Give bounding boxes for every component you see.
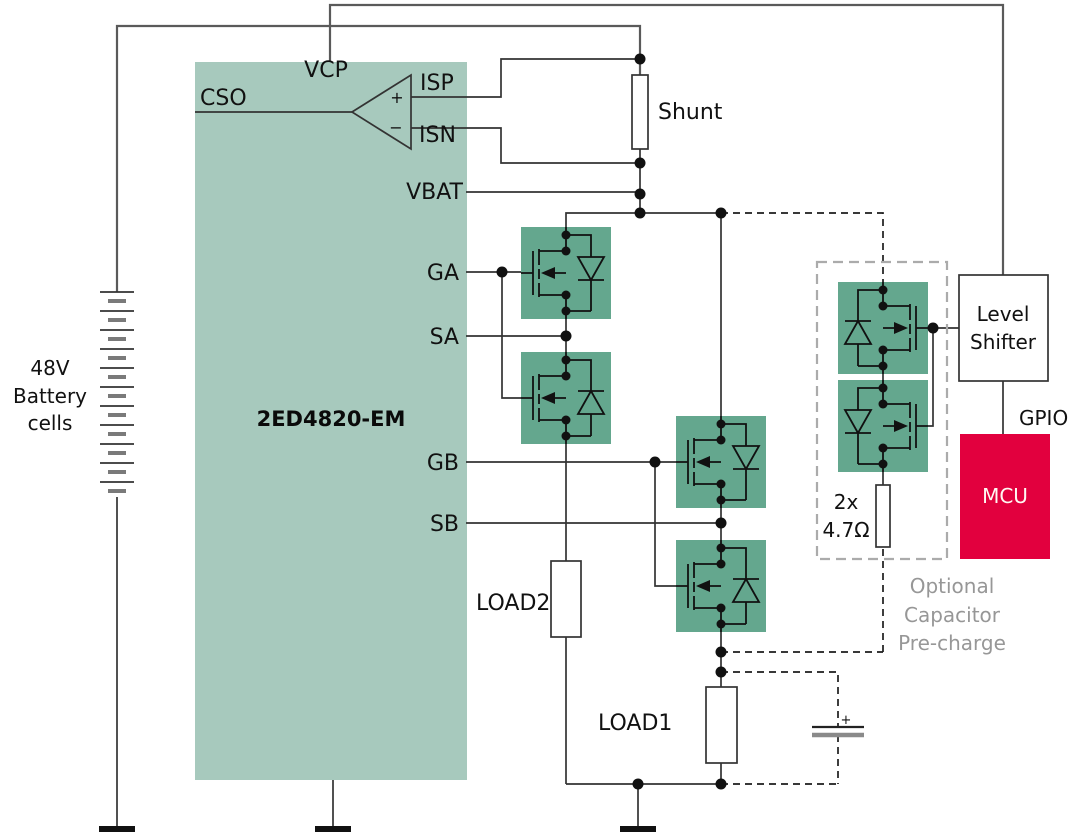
level-shifter-label-2: Shifter: [970, 330, 1037, 354]
precharge-resistor-label-2: 4.7Ω: [822, 518, 869, 542]
ground-controller-icon: [315, 826, 351, 832]
precharge-dashed-box: [815, 260, 949, 561]
capacitor-icon: +: [812, 713, 864, 738]
shunt-resistor: [631, 74, 649, 150]
load1-resistor: [705, 686, 738, 764]
mosfet-b-low: [675, 539, 767, 633]
part-number-label: 2ED4820-EM: [257, 407, 406, 431]
precharge-note-1: Optional: [910, 574, 995, 598]
battery-label-2: Battery: [13, 384, 87, 408]
capacitor-plus: +: [841, 713, 852, 728]
controller-block: [195, 62, 467, 780]
mcu-label: MCU: [982, 484, 1028, 508]
pin-cso-label: CSO: [200, 86, 247, 111]
pin-isp-label: ISP: [420, 71, 454, 96]
mosfet-precharge-low: [837, 379, 929, 473]
mosfet-precharge-high: [837, 281, 929, 375]
ground-load-icon: [620, 826, 656, 832]
vcp-top-rail: [328, 3, 1005, 275]
battery-label-1: 48V: [30, 356, 69, 380]
level-shifter-label-1: Level: [977, 302, 1030, 326]
mosfet-a-high: [520, 226, 612, 320]
pin-vcp-label: VCP: [304, 58, 348, 83]
load1-label: LOAD1: [598, 711, 672, 736]
pin-sb-label: SB: [430, 512, 459, 537]
battery-label-3: cells: [28, 411, 73, 435]
mosfet-b-high: [675, 415, 767, 509]
shunt-label: Shunt: [658, 100, 723, 125]
load2-resistor: [550, 560, 582, 638]
pin-vbat-label: VBAT: [406, 180, 463, 205]
mcu-box: [960, 434, 1050, 559]
opamp-plus: +: [390, 88, 403, 107]
ground-battery-icon: [99, 826, 135, 832]
dashed-wires: [721, 212, 884, 785]
pin-sa-label: SA: [430, 325, 459, 350]
precharge-note-2: Capacitor: [904, 603, 1001, 627]
pin-ga-label: GA: [427, 261, 459, 286]
load2-label: LOAD2: [476, 591, 550, 616]
opamp-icon: [350, 73, 412, 151]
precharge-resistor-label-1: 2x: [834, 490, 859, 514]
battery-positive-rail: [115, 24, 642, 292]
pin-isn-label: ISN: [419, 123, 456, 148]
precharge-note-3: Pre-charge: [898, 631, 1006, 655]
opamp-minus: −: [389, 118, 402, 137]
junction-dots: [496, 53, 939, 790]
pin-gb-label: GB: [427, 451, 459, 476]
precharge-resistor: [875, 484, 891, 548]
mosfet-a-low: [520, 351, 612, 445]
battery-cells-icon: [100, 291, 134, 493]
level-shifter-box: [958, 274, 1049, 382]
gpio-label: GPIO: [1019, 406, 1068, 430]
